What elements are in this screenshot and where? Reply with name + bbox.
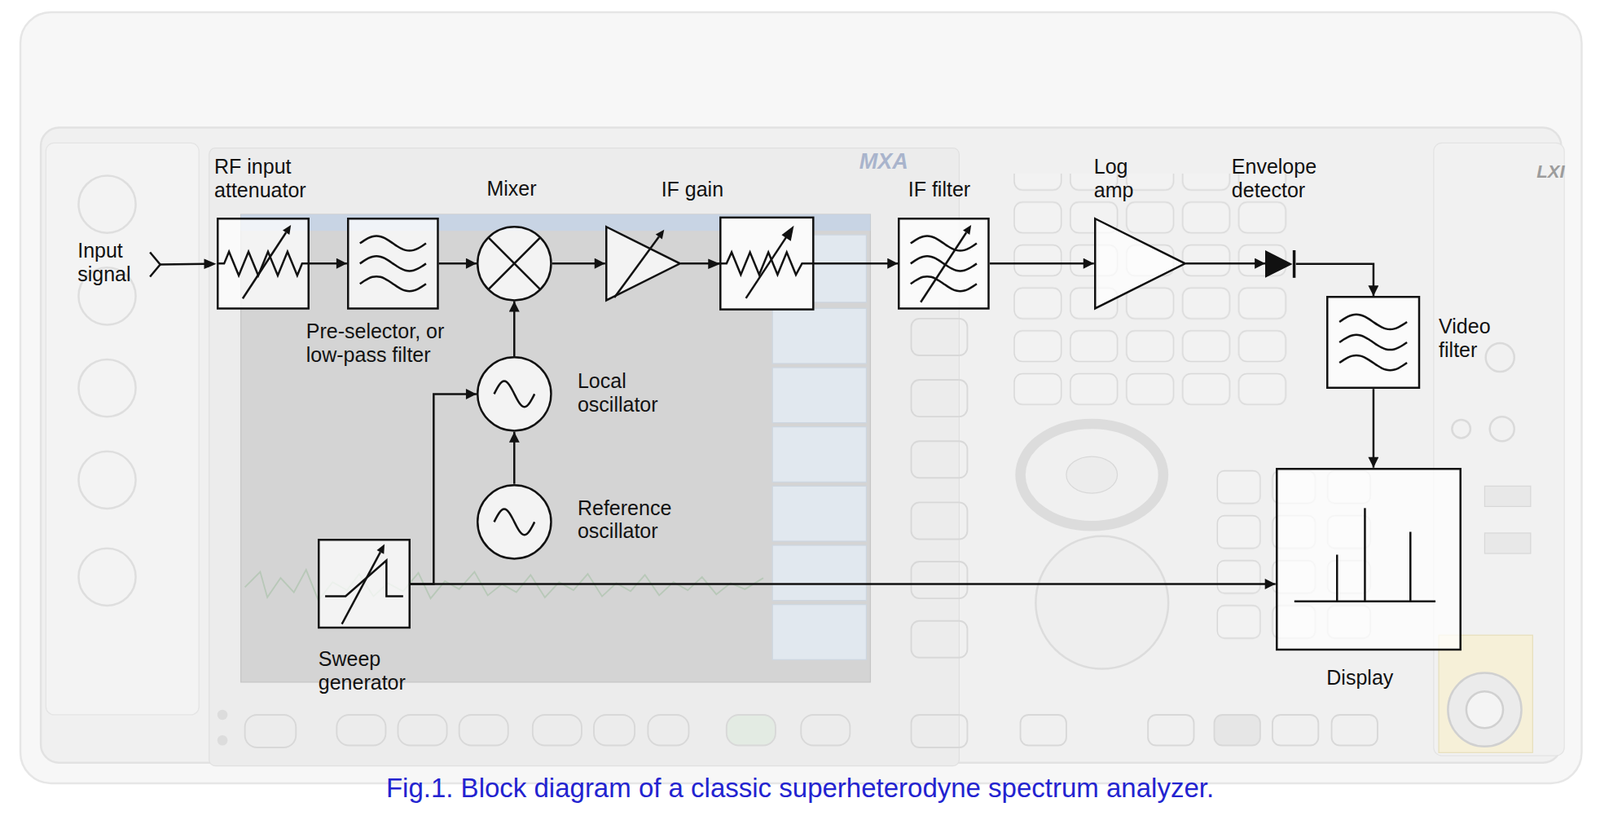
- amplifier-triangle: IF gain: [605, 225, 682, 302]
- block-label: Display: [1326, 665, 1449, 690]
- signal-arrow: [309, 262, 348, 265]
- attenuator-block-outline: [216, 217, 310, 310]
- sweep-block-outline: [317, 538, 411, 629]
- model-watermark: MXA: [859, 149, 941, 175]
- filter-block-outline: [897, 217, 990, 310]
- filter-block: IF filter: [897, 217, 990, 310]
- block-label: RF input attenuator: [214, 154, 322, 203]
- block-label: IF filter: [908, 177, 1011, 202]
- block-label: Reference oscillator: [577, 496, 691, 544]
- mixer-circle: Mixer: [476, 225, 553, 302]
- block-label: Log amp: [1094, 154, 1156, 203]
- mixer-circle-outline: [476, 225, 553, 302]
- amplifier-triangle: Log amp: [1094, 217, 1187, 310]
- block-label: Local oscillator: [577, 369, 691, 417]
- filter-block-outline: [1326, 295, 1420, 389]
- figure-caption: Fig.1. Block diagram of a classic superh…: [0, 772, 1600, 804]
- signal-arrow: [552, 262, 606, 265]
- display-block: Display: [1275, 467, 1462, 651]
- signal-arrow: [989, 262, 1095, 265]
- oscillator-circle: Reference oscillator: [476, 483, 553, 560]
- signal-arrow: [513, 301, 516, 357]
- filter-block-outline: [347, 217, 440, 310]
- block-label: Video filter: [1438, 314, 1511, 362]
- signal-arrow: [513, 431, 516, 484]
- diode-symbol-outline: [1265, 250, 1297, 278]
- oscillator-circle-outline: [476, 356, 553, 432]
- block-label: Mixer: [486, 176, 579, 201]
- oscillator-circle-outline: [476, 483, 553, 560]
- signal-arrow: [1296, 263, 1374, 296]
- signal-arrow: [410, 582, 1276, 585]
- attenuator-block: RF input attenuator: [216, 217, 310, 310]
- signal-arrow: [439, 262, 477, 265]
- filter-block: Video filter: [1326, 295, 1420, 389]
- diode-symbol: Envelope detector: [1265, 250, 1297, 278]
- sweep-block: Sweep generator: [317, 538, 411, 629]
- display-block-outline: [1275, 467, 1462, 651]
- block-label: Sweep generator: [318, 646, 431, 695]
- signal-arrow: [1185, 262, 1266, 265]
- block-label: Pre-selector, or low-pass filter: [306, 319, 475, 367]
- oscillator-circle: Local oscillator: [476, 356, 553, 432]
- amplifier-triangle-outline: [605, 225, 682, 302]
- logo-watermark: LXI: [1536, 161, 1583, 182]
- filter-block: Pre-selector, or low-pass filter: [347, 217, 440, 310]
- signal-arrow: [410, 393, 477, 584]
- input-label: Input signal: [77, 238, 154, 286]
- signal-arrow: [1372, 388, 1376, 467]
- block-label: Envelope detector: [1231, 154, 1345, 203]
- block-label: IF gain: [661, 177, 764, 202]
- amplifier-triangle-outline: [1094, 217, 1187, 310]
